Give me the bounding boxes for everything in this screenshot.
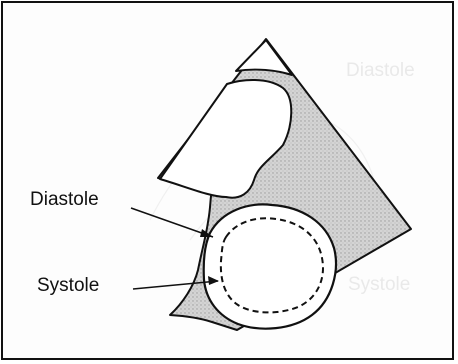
- diastole-pointer-line: [131, 208, 213, 237]
- bleed-through-diastole-text: Diastole: [346, 60, 415, 81]
- diastole-label: Diastole: [30, 189, 99, 210]
- bleed-through-systole-text: Systole: [348, 274, 410, 295]
- diastole-cavity-outline: [204, 204, 336, 328]
- apex-gap: [236, 40, 292, 75]
- systole-label: Systole: [37, 275, 99, 296]
